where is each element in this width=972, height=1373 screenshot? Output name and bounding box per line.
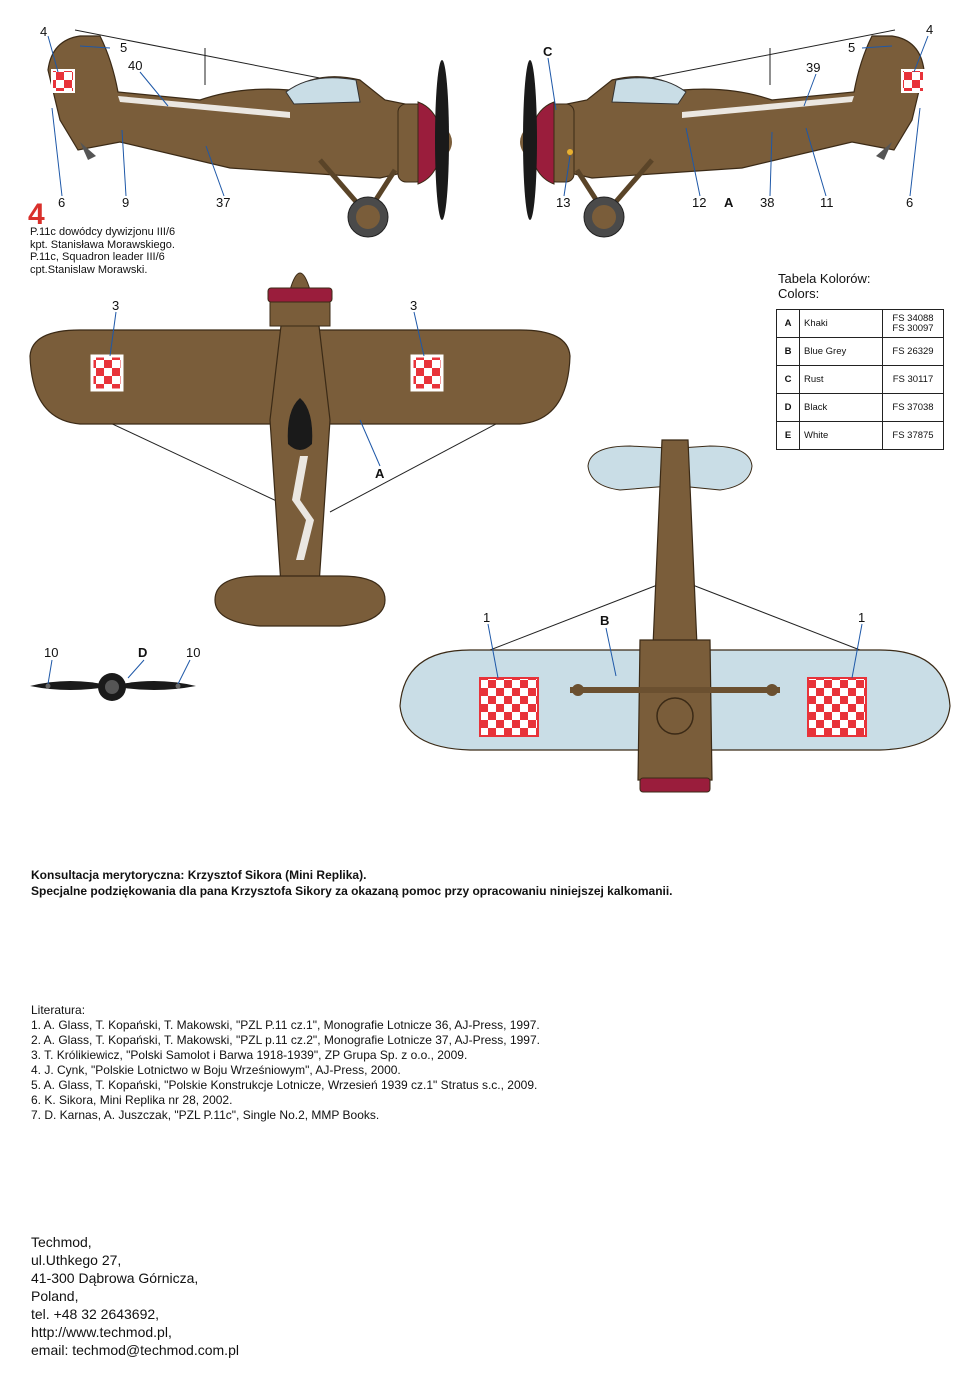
color-fs: FS 37875	[882, 421, 944, 450]
callout-right-12: 12	[692, 195, 706, 210]
color-name: Black	[799, 393, 883, 422]
color-name: Khaki	[799, 309, 883, 338]
literature-item: 4. J. Cynk, "Polskie Lotnictwo w Boju Wr…	[31, 1063, 401, 1077]
callout-left-9: 9	[122, 195, 129, 210]
right-propeller	[523, 60, 537, 220]
callout-left-4: 4	[40, 24, 47, 39]
callout-right-4: 4	[926, 22, 933, 37]
caption-line: P.11c, Squadron leader III/6	[30, 251, 165, 263]
literature-item: 5. A. Glass, T. Kopański, "Polskie Konst…	[31, 1078, 538, 1092]
literature-item: 2. A. Glass, T. Kopański, T. Makowski, "…	[31, 1033, 540, 1047]
color-row: C Rust FS 30117	[776, 365, 944, 394]
color-name: Blue Grey	[799, 337, 883, 366]
caption-line: cpt.Stanislaw Morawski.	[30, 263, 148, 276]
right-side-view: C 5 4 39 13 12 A 38 11 6	[520, 22, 933, 238]
callout-right-39: 39	[806, 60, 820, 75]
propeller-view: 10 D 10	[30, 645, 200, 701]
top-left-checker	[90, 354, 124, 392]
callout-right-C: C	[543, 44, 553, 59]
address-line: ul.Uthkego 27,	[31, 1252, 122, 1268]
callout-left-5: 5	[120, 40, 127, 55]
color-fs-2: FS 30097	[892, 322, 934, 334]
literature-item: 1. A. Glass, T. Kopański, T. Makowski, "…	[31, 1018, 540, 1032]
colors-title-en: Colors:	[778, 286, 820, 301]
literature-title: Literatura:	[31, 1003, 86, 1017]
color-fs-1: FS 34088	[892, 312, 934, 324]
right-rudder-checker	[901, 69, 925, 93]
callout-right-6: 6	[906, 195, 913, 210]
left-rudder-checker	[51, 69, 75, 93]
color-fs: FS 30117	[882, 365, 944, 394]
bottom-view: 1 B 1	[399, 439, 951, 793]
callout-right-38: 38	[760, 195, 774, 210]
color-row: B Blue Grey FS 26329	[776, 337, 944, 366]
profile-number: 4	[28, 198, 45, 231]
colors-title-pl: Tabela Kolorów:	[778, 271, 871, 286]
callout-top-3-left: 3	[112, 298, 119, 313]
credits-line-1: Konsultacja merytoryczna: Krzysztof Siko…	[31, 868, 367, 882]
profile-caption: P.11c dowódcy dywizjonu III/6 kpt. Stani…	[30, 226, 175, 276]
callout-right-11: 11	[820, 195, 834, 210]
publisher-address: Techmod, ul.Uthkego 27, 41-300 Dąbrowa G…	[31, 1233, 239, 1359]
callout-bottom-1-right: 1	[858, 610, 865, 625]
top-view: 3 3 A	[29, 272, 571, 627]
callout-right-A: A	[724, 195, 734, 210]
color-key: A	[776, 309, 800, 338]
callout-bottom-B: B	[600, 613, 609, 628]
callout-bottom-1-left: 1	[483, 610, 490, 625]
address-line: tel. +48 32 2643692,	[31, 1306, 160, 1322]
caption-line: kpt. Stanisława Morawskiego.	[30, 238, 175, 251]
callout-left-37: 37	[216, 195, 230, 210]
website-link[interactable]: http://www.techmod.pl,	[31, 1324, 172, 1340]
color-name: Rust	[799, 365, 883, 394]
callout-left-40: 40	[128, 58, 142, 73]
address-line: Poland,	[31, 1288, 79, 1304]
colors-title: Tabela Kolorów: Colors:	[778, 271, 871, 301]
literature-item: 6. K. Sikora, Mini Replika nr 28, 2002.	[31, 1093, 233, 1107]
callout-right-5: 5	[848, 40, 855, 55]
address-line: Techmod,	[31, 1234, 92, 1250]
colors-table: A Khaki FS 34088 FS 30097 B Blue Grey FS…	[776, 309, 944, 450]
top-right-checker	[410, 354, 444, 392]
color-row: D Black FS 37038	[776, 393, 944, 422]
color-name: White	[799, 421, 883, 450]
left-propeller	[435, 60, 449, 220]
credits-line-2: Specjalne podziękowania dla pana Krzyszt…	[31, 884, 673, 898]
callout-right-13: 13	[556, 195, 570, 210]
callout-prop-10-left: 10	[44, 645, 58, 660]
callout-top-3-right: 3	[410, 298, 417, 313]
callout-left-6: 6	[58, 195, 65, 210]
color-key: D	[776, 393, 800, 422]
callout-prop-10-right: 10	[186, 645, 200, 660]
bottom-cowling-rust	[639, 777, 711, 793]
literature-item: 3. T. Królikiewicz, "Polski Samolot i Ba…	[31, 1048, 468, 1062]
bottom-left-checker	[479, 677, 539, 737]
callout-top-A: A	[375, 466, 385, 481]
top-cowling-rust	[267, 287, 333, 303]
color-key: E	[776, 421, 800, 450]
literature-item: 7. D. Karnas, A. Juszczak, "PZL P.11c", …	[31, 1108, 380, 1122]
color-key: B	[776, 337, 800, 366]
credits: Konsultacja merytoryczna: Krzysztof Siko…	[31, 867, 673, 899]
color-fs: FS 26329	[882, 337, 944, 366]
color-fs: FS 37038	[882, 393, 944, 422]
color-fs: FS 34088 FS 30097	[882, 309, 944, 338]
bottom-right-checker	[807, 677, 867, 737]
color-row: E White FS 37875	[776, 421, 944, 450]
color-row: A Khaki FS 34088 FS 30097	[776, 309, 944, 338]
left-side-view: 4 5 40 6 9 37	[40, 24, 452, 238]
callout-prop-D: D	[138, 645, 147, 660]
caption-line: P.11c dowódcy dywizjonu III/6	[30, 226, 176, 238]
literature: Literatura: 1. A. Glass, T. Kopański, T.…	[31, 1003, 540, 1123]
color-key: C	[776, 365, 800, 394]
email-link[interactable]: email: techmod@techmod.com.pl	[31, 1342, 239, 1358]
address-line: 41-300 Dąbrowa Górnicza,	[31, 1270, 199, 1286]
